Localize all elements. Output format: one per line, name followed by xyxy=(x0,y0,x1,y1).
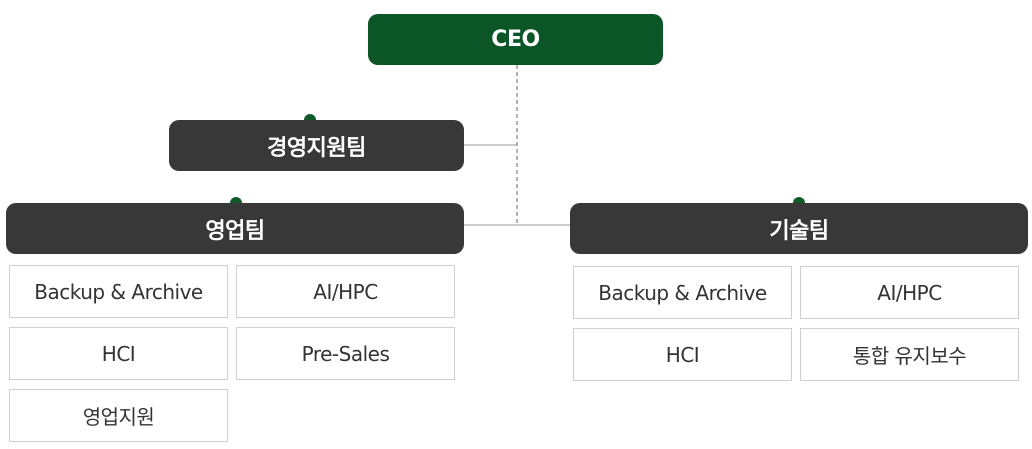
tech-unit-label: AI/HPC xyxy=(877,280,942,305)
tech-unit-integrated-maintenance: 통합 유지보수 xyxy=(800,328,1019,381)
tech-team-label: 기술팀 xyxy=(769,218,829,244)
ceo-node: CEO xyxy=(368,14,663,65)
management-support-label: 경영지원팀 xyxy=(267,135,366,161)
sales-team-node: 영업팀 xyxy=(6,203,464,254)
sales-team-label: 영업팀 xyxy=(205,218,265,244)
tech-team-node: 기술팀 xyxy=(570,203,1028,254)
tech-unit-label: 통합 유지보수 xyxy=(852,344,967,368)
sales-unit-label: HCI xyxy=(101,341,136,366)
ceo-label: CEO xyxy=(491,27,540,52)
tech-unit-label: HCI xyxy=(665,342,700,367)
management-support-node: 경영지원팀 xyxy=(169,120,464,171)
sales-unit-sales-support: 영업지원 xyxy=(9,389,228,442)
sales-unit-label: Pre-Sales xyxy=(301,341,390,366)
tech-unit-label: Backup & Archive xyxy=(598,280,767,305)
sales-unit-label: AI/HPC xyxy=(313,279,378,304)
tech-unit-ai-hpc: AI/HPC xyxy=(800,266,1019,319)
sales-unit-label: 영업지원 xyxy=(82,405,155,429)
sales-unit-pre-sales: Pre-Sales xyxy=(236,327,455,380)
sales-unit-ai-hpc: AI/HPC xyxy=(236,265,455,318)
sales-unit-backup-archive: Backup & Archive xyxy=(9,265,228,318)
tech-unit-backup-archive: Backup & Archive xyxy=(573,266,792,319)
sales-unit-hci: HCI xyxy=(9,327,228,380)
sales-unit-label: Backup & Archive xyxy=(34,279,203,304)
tech-unit-hci: HCI xyxy=(573,328,792,381)
